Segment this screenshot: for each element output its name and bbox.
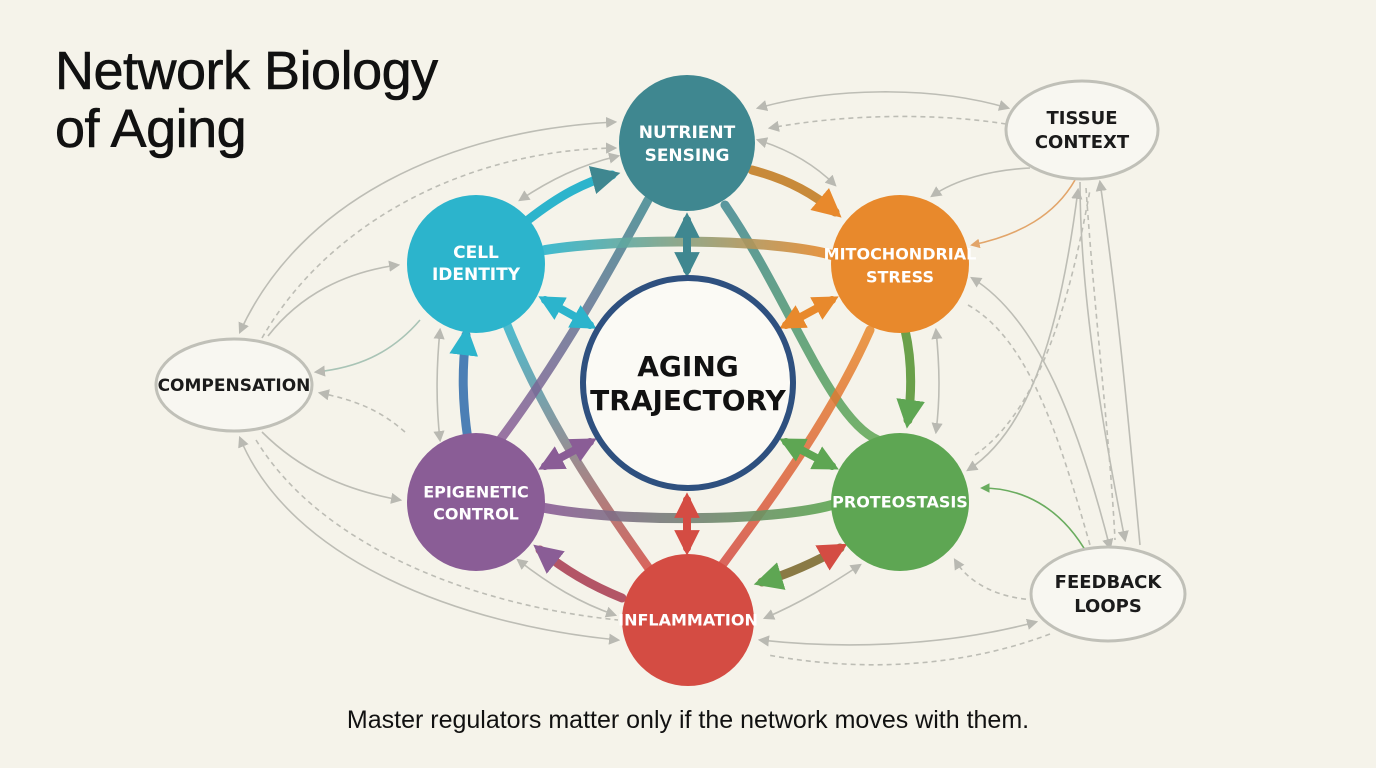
caption: Master regulators matter only if the net… xyxy=(346,706,1030,734)
link-nutrient-mito-thin xyxy=(755,137,837,187)
title-line-2: of Aging xyxy=(55,99,247,159)
arrow-epi-to-cell xyxy=(449,326,479,445)
cell-label-1: CELL xyxy=(453,243,499,263)
hub-inflammation: INFLAMMATION xyxy=(618,554,758,686)
epi-label-2: CONTROL xyxy=(433,505,519,524)
arrow-epi-center xyxy=(538,438,597,470)
link-cell-comp xyxy=(313,319,421,377)
arrow-cell-to-nutrient xyxy=(523,166,621,225)
center-label-2: TRAJECTORY xyxy=(590,384,786,417)
link-epi-comp-dash xyxy=(317,389,406,433)
nutrient-label-1: NUTRIENT xyxy=(639,123,736,143)
link-epi-inflam-thin xyxy=(516,558,618,618)
page-title: Network Biology of Aging xyxy=(55,41,575,159)
hub-links xyxy=(449,165,925,603)
link-tissue-feedback-2 xyxy=(1095,179,1141,546)
arrow-nutrient-to-mito xyxy=(747,165,842,218)
link-comp-nutrient-1 xyxy=(238,116,618,335)
mito-label-1: MITOCHONDRIAL xyxy=(824,245,977,264)
tissue-label-1: TISSUE xyxy=(1046,108,1117,129)
hub-cell-identity: CELL IDENTITY xyxy=(407,195,545,333)
feedback-label-2: LOOPS xyxy=(1074,596,1142,617)
link-feedback-proteo-dash xyxy=(953,558,1036,601)
center-label-1: AGING xyxy=(637,350,739,383)
nutrient-label-2: SENSING xyxy=(645,146,730,166)
arrow-inflam-to-epi xyxy=(533,544,627,603)
arrow-mito-center xyxy=(779,296,839,329)
link-comp-cell xyxy=(267,260,401,337)
context-node-compensation: COMPENSATION xyxy=(154,337,314,433)
link-tissue-nutrient-1 xyxy=(755,91,1011,112)
link-tissue-feedback-3 xyxy=(1085,187,1116,541)
hub-epigenetic-control: EPIGENETIC CONTROL xyxy=(407,433,545,571)
link-mito-proteo-thin xyxy=(931,327,943,435)
context-node-tissue: TISSUE CONTEXT xyxy=(1004,79,1160,181)
context-links xyxy=(238,91,1141,666)
link-tissue-mito-tan xyxy=(970,179,1076,249)
title-line-1: Network Biology xyxy=(55,41,439,101)
link-feedback-proteo xyxy=(980,483,1089,556)
link-feedback-inflam-2 xyxy=(767,633,1051,666)
link-proteo-tissue xyxy=(966,187,1083,472)
context-node-feedback: FEEDBACK LOOPS xyxy=(1029,545,1187,643)
arrow-cell-center xyxy=(538,296,597,329)
link-mito-feedback-dash xyxy=(967,304,1091,546)
link-comp-epi xyxy=(261,431,403,504)
link-nutrient-cell-thin xyxy=(518,152,621,202)
arrow-mito-to-proteo xyxy=(896,325,925,429)
compensation-label: COMPENSATION xyxy=(158,376,311,396)
link-proteo-inflam-thin xyxy=(762,563,862,620)
feedback-label-1: FEEDBACK xyxy=(1055,572,1163,593)
arrow-proteo-to-inflam xyxy=(753,543,848,590)
link-tissue-nutrient-2 xyxy=(767,115,1007,132)
center-aging-trajectory: AGING TRAJECTORY xyxy=(580,275,796,491)
arrow-proteo-center xyxy=(779,438,839,470)
mito-label-2: STRESS xyxy=(866,268,934,287)
link-comp-inflam-1 xyxy=(238,435,621,645)
link-proteo-tissue-2 xyxy=(974,189,1091,456)
link-tissue-feedback-1 xyxy=(1079,181,1129,543)
hub-mitochondrial-stress: MITOCHONDRIAL STRESS xyxy=(824,195,977,333)
inflam-label: INFLAMMATION xyxy=(618,611,758,630)
cell-label-2: IDENTITY xyxy=(432,265,521,285)
proteo-label: PROTEOSTASIS xyxy=(832,493,968,512)
link-feedback-inflam-1 xyxy=(757,618,1039,647)
link-cell-epi-thin xyxy=(433,327,445,443)
link-tissue-mito xyxy=(930,167,1031,198)
hub-proteostasis: PROTEOSTASIS xyxy=(831,433,969,571)
link-comp-nutrient-2 xyxy=(261,142,618,339)
tissue-label-2: CONTEXT xyxy=(1035,132,1130,153)
epi-label-1: EPIGENETIC xyxy=(423,483,529,502)
hub-nutrient-sensing: NUTRIENT SENSING xyxy=(619,75,755,211)
